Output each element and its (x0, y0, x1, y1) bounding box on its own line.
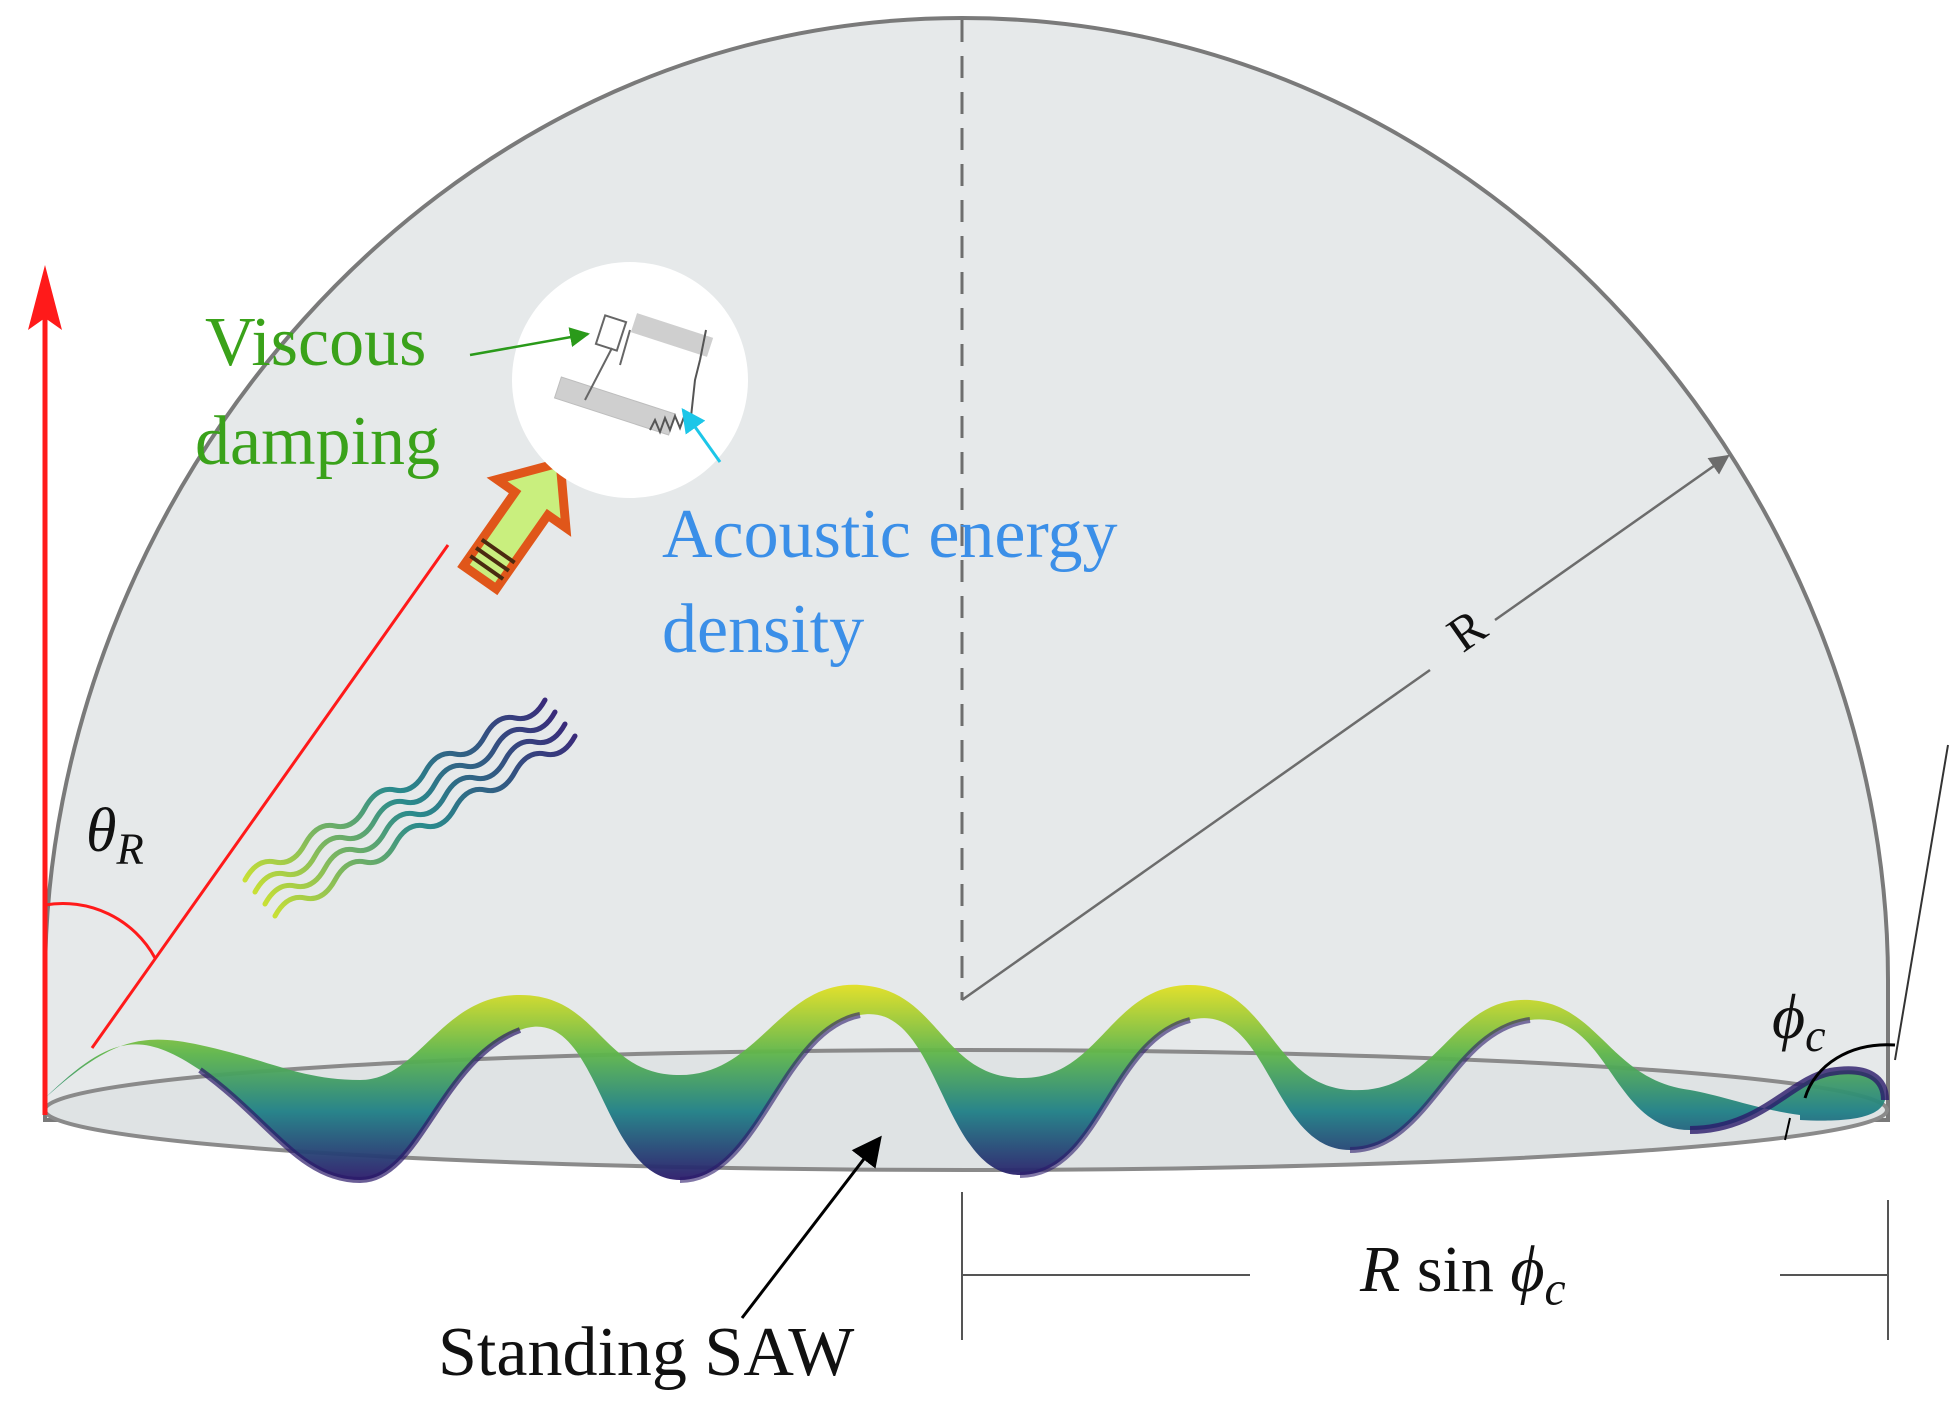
radius-line-lower (961, 668, 1431, 1002)
label-standing-saw: Standing SAW (438, 1314, 855, 1391)
label-density: density (662, 591, 865, 668)
theta-arc (44, 901, 157, 959)
phi-tick (1784, 1117, 1791, 1141)
label-damping: damping (195, 403, 440, 480)
label-theta-r: θR (86, 800, 144, 871)
rsin-subscript: c (1544, 1263, 1566, 1316)
theta-subscript: R (116, 823, 144, 874)
acoustic-pointer (681, 408, 722, 463)
theta-symbol: θ (86, 797, 117, 865)
acoustic-ripples (242, 697, 578, 919)
rsin-r: R (1360, 1233, 1401, 1306)
label-acoustic-energy: Acoustic energy (662, 496, 1118, 573)
damper-inset-circle (512, 262, 748, 498)
label-viscous: Viscous (205, 304, 427, 381)
phi-arc (1803, 1043, 1896, 1099)
phi-subscript: c (1805, 1009, 1826, 1061)
label-phi-c: ϕc (1772, 985, 1826, 1059)
energy-arrow (457, 456, 572, 596)
label-r-sin-phi: R sin ϕc (1360, 1237, 1566, 1314)
rsin-phi: ϕ (1510, 1233, 1545, 1306)
standing-saw-pointer (740, 1135, 882, 1319)
rsin-sin: sin (1416, 1233, 1494, 1306)
red-inclined-line (90, 544, 450, 1049)
right-tangent-line (1894, 744, 1949, 1061)
hemisphere-dome (43, 15, 1890, 1122)
red-arrowhead (28, 265, 62, 330)
standing-saw-wave (45, 984, 1889, 1184)
viscous-pointer (469, 327, 590, 357)
phi-symbol: ϕ (1772, 981, 1806, 1052)
radius-line-upper (1494, 454, 1730, 622)
